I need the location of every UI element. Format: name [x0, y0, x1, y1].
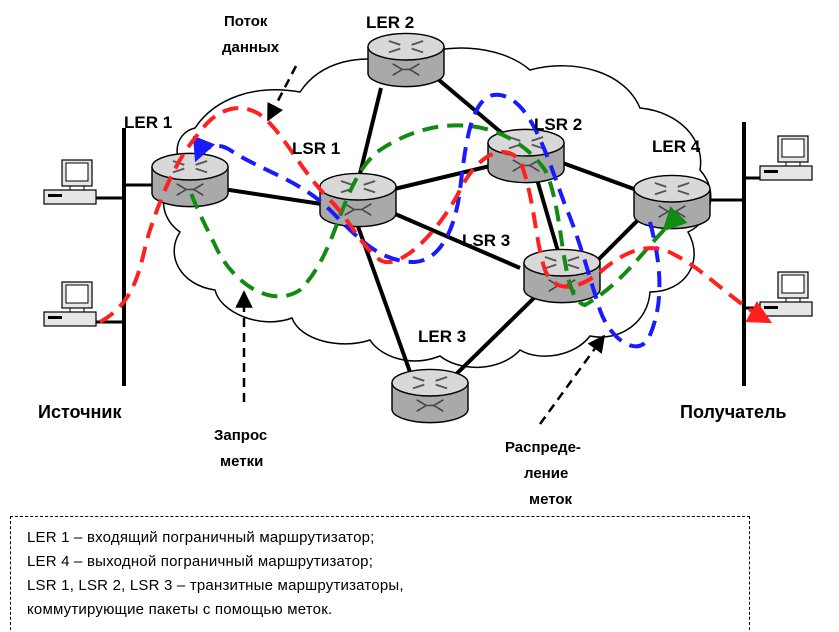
flow-annotation-line2: данных	[222, 39, 280, 56]
flow-annotation-arrow	[266, 65, 298, 122]
receiver-pc-1-icon	[759, 135, 813, 181]
legend-line-4: коммутирующие пакеты с помощью меток.	[27, 601, 333, 618]
legend-box: LER 1 – входящий пограничный маршрутизат…	[10, 516, 750, 630]
label-ler3: LER 3	[418, 327, 466, 346]
distribution-annotation-arrow	[538, 334, 606, 425]
receiver-label: Получатель	[680, 402, 786, 422]
receiver-pc-2-icon	[759, 271, 813, 317]
source-label: Источник	[38, 402, 122, 422]
distribution-annotation-line3: меток	[529, 491, 573, 508]
distribution-annotation-line2: ление	[524, 465, 568, 482]
legend-line-3: LSR 1, LSR 2, LSR 3 – транзитные маршрут…	[27, 577, 404, 594]
router-ler2-icon	[367, 32, 445, 88]
router-lsr3-icon	[523, 248, 601, 304]
legend-line-1: LER 1 – входящий пограничный маршрутизат…	[27, 529, 375, 546]
label-request-path	[188, 123, 688, 308]
router-ler4-icon	[633, 174, 711, 230]
label-lsr3: LSR 3	[462, 231, 510, 250]
legend-line-2: LER 4 – выходной пограничный маршрутизат…	[27, 553, 374, 570]
label-ler1: LER 1	[124, 113, 172, 132]
label-ler2: LER 2	[366, 13, 414, 32]
distribution-annotation-line1: Распреде-	[505, 439, 581, 456]
router-ler1-icon	[151, 152, 229, 208]
label-distribution-path	[192, 92, 662, 349]
label-lsr2: LSR 2	[534, 115, 582, 134]
network-cloud	[163, 47, 712, 368]
source-pc-2-icon	[43, 281, 97, 327]
label-lsr1: LSR 1	[292, 139, 340, 158]
request-annotation-line2: метки	[220, 453, 263, 470]
data-flow-path	[99, 106, 773, 324]
source-pc-1-icon	[43, 159, 97, 205]
label-ler4: LER 4	[652, 137, 701, 156]
router-ler3-icon	[391, 368, 469, 424]
flow-annotation-line1: Поток	[224, 13, 268, 30]
request-annotation-line1: Запрос	[214, 427, 267, 444]
